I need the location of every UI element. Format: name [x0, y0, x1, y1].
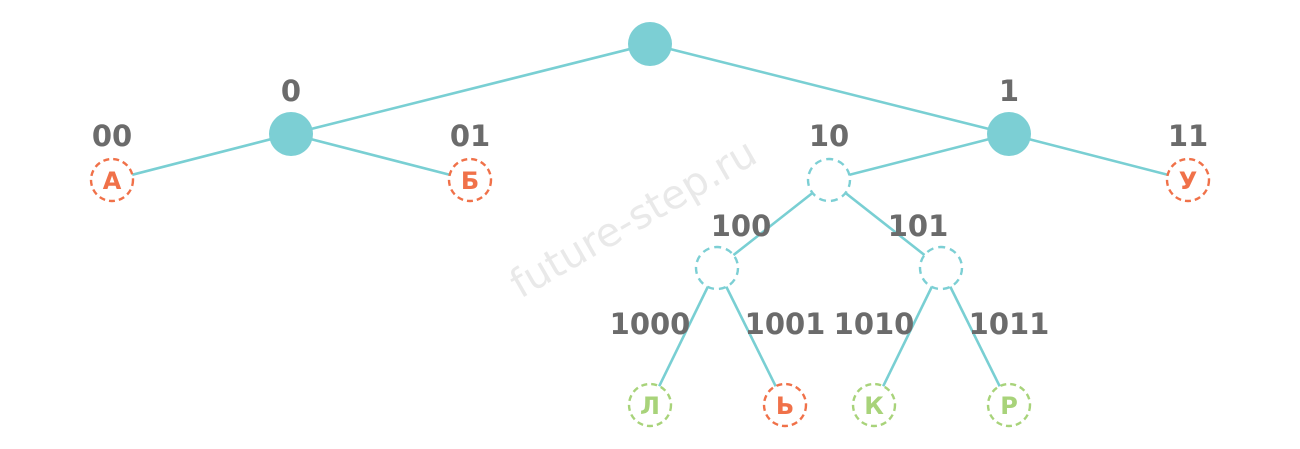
edge-10-100 — [716, 178, 830, 270]
leaf-ring — [762, 382, 808, 428]
leaf-ring — [1165, 157, 1211, 203]
leaf-letter: Р — [1000, 392, 1018, 420]
node-0 — [269, 112, 313, 156]
edge-100-1000 — [648, 267, 719, 406]
code-label-1010: 1010 — [834, 307, 915, 341]
edge-root-0 — [290, 42, 651, 136]
code-labels: 0 1 00 01 10 11 100 101 1000 1001 1010 1… — [92, 74, 1208, 341]
code-label-100: 100 — [711, 209, 772, 243]
edge-1-10 — [828, 132, 1010, 182]
node-100 — [694, 245, 740, 291]
root-node — [628, 22, 672, 66]
code-label-1001: 1001 — [745, 307, 826, 341]
edge-100-1001 — [715, 267, 787, 406]
leaf-ring — [851, 382, 897, 428]
code-label-10: 10 — [809, 119, 849, 153]
leaf-node-r: Р — [986, 382, 1032, 428]
leaf-letter: Ь — [776, 392, 794, 420]
tree-edges — [111, 42, 1189, 406]
leaf-ring — [447, 157, 493, 203]
node-101 — [918, 245, 964, 291]
edge-101-1011 — [939, 267, 1011, 406]
leaf-letter: Б — [461, 167, 479, 195]
edge-101-1010 — [872, 267, 943, 406]
leaf-node-u: У — [1165, 157, 1211, 203]
code-label-00: 00 — [92, 119, 132, 153]
code-label-1: 1 — [999, 74, 1019, 108]
code-label-101: 101 — [888, 209, 949, 243]
node-1 — [987, 112, 1031, 156]
edge-0-01 — [290, 132, 471, 182]
edge-0-00 — [111, 132, 292, 182]
code-label-0: 0 — [281, 74, 301, 108]
leaf-letter: К — [864, 392, 884, 420]
leaf-ring — [627, 382, 673, 428]
leaf-node-b: Б — [447, 157, 493, 203]
node-10 — [806, 157, 852, 203]
leaf-node-k: К — [851, 382, 897, 428]
leaf-node-soft-sign: Ь — [762, 382, 808, 428]
leaf-ring — [89, 157, 135, 203]
leaf-node-a: А — [89, 157, 135, 203]
edge-1-11 — [1008, 132, 1189, 182]
code-label-1011: 1011 — [969, 307, 1050, 341]
code-label-11: 11 — [1168, 119, 1208, 153]
leaf-ring — [986, 382, 1032, 428]
code-label-1000: 1000 — [610, 307, 691, 341]
leaf-letter: А — [103, 167, 122, 195]
edge-root-1 — [649, 42, 1010, 136]
leaf-letter: Л — [640, 392, 660, 420]
code-label-01: 01 — [450, 119, 490, 153]
leaf-node-l: Л — [627, 382, 673, 428]
leaf-letter: У — [1179, 167, 1198, 195]
edge-10-101 — [828, 178, 942, 270]
